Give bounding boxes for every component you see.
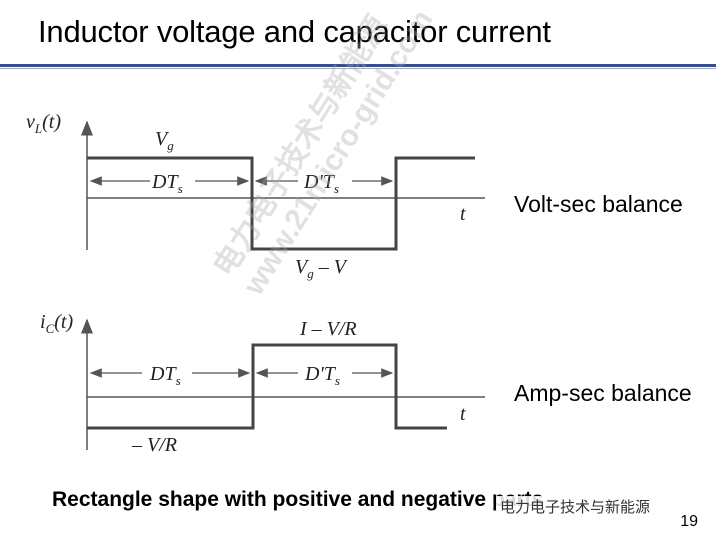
footer-caption: Rectangle shape with positive and negati…: [52, 488, 544, 511]
vl-low-label: Vg – V: [295, 256, 349, 281]
volt-sec-label: Volt-sec balance: [514, 191, 683, 217]
slide-title: Inductor voltage and capacitor current: [38, 14, 551, 49]
vl-t-label: t: [460, 203, 466, 225]
ic-low-label: – V/R: [131, 434, 177, 456]
vl-interval-2: D'Ts: [303, 171, 339, 196]
watermark-badge: 电力电子技术与新能源: [496, 496, 655, 517]
amp-sec-label: Amp-sec balance: [514, 380, 692, 406]
vl-high-label: Vg: [155, 128, 174, 153]
ic-t-label: t: [460, 403, 466, 425]
title-divider-thin: [0, 68, 716, 69]
title-divider: [0, 64, 716, 67]
ic-high-label: I – V/R: [299, 318, 357, 340]
page-number: 19: [680, 513, 698, 530]
vl-interval-1: DTs: [151, 171, 183, 196]
ic-interval-1: DTs: [149, 363, 181, 388]
ic-interval-2: D'Ts: [304, 363, 340, 388]
ic-axis-label: iC(t): [40, 311, 73, 336]
inductor-voltage-plot: vL(t) Vg DTs D'Ts Vg – V t: [26, 111, 485, 281]
capacitor-current-plot: iC(t) I – V/R DTs D'Ts – V/R t: [40, 311, 485, 456]
vl-axis-label: vL(t): [26, 111, 61, 136]
vl-waveform: [87, 156, 475, 251]
ic-waveform: [87, 343, 447, 430]
